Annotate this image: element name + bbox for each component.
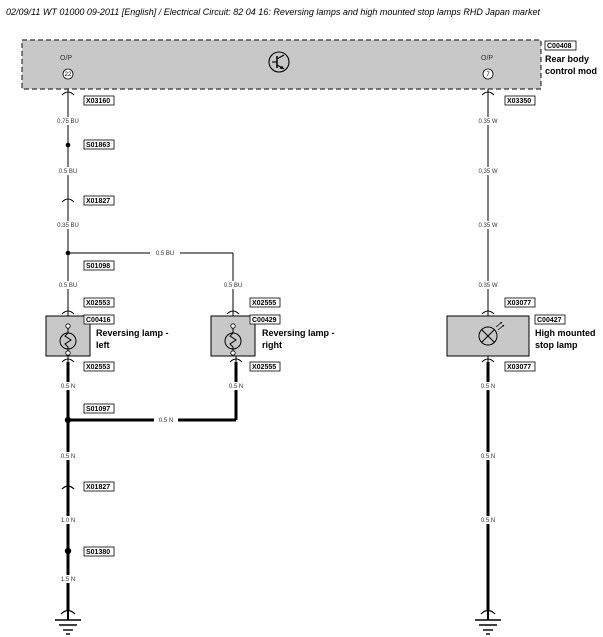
- connector-code: X01827: [86, 198, 110, 205]
- wire-label: 0.35 W: [478, 223, 497, 229]
- component-code: C00429: [252, 317, 277, 324]
- bulb-icon: [224, 323, 242, 356]
- wire-label: 0.35 BU: [57, 223, 79, 229]
- ground-right-icon: [475, 609, 501, 635]
- component-code: C00416: [86, 317, 111, 324]
- module-name-line2: control mod: [545, 66, 597, 76]
- wire-label: 0.5 BU: [59, 283, 77, 289]
- component-name-line2: left: [96, 340, 110, 350]
- connector-code: X03077: [507, 300, 531, 307]
- wire-label: 1.0 N: [61, 518, 75, 524]
- page-header: 02/09/11 WT 01000 09-2011 [English] / El…: [6, 7, 540, 17]
- component-name-line1: Reversing lamp -: [96, 328, 169, 338]
- component-name-line2: stop lamp: [535, 340, 578, 350]
- wire-label: 0.5 N: [481, 384, 495, 390]
- component-name-line1: High mounted: [535, 328, 596, 338]
- left-wire-labels: 0.75 BU 0.5 BU 0.35 BU 0.5 BU 0.5 BU 0.5…: [52, 117, 248, 583]
- wire-label: 0.5 BU: [59, 169, 77, 175]
- connector-code: X02553: [86, 300, 110, 307]
- wire-label: 0.35 W: [478, 283, 497, 289]
- pin-right-label: O/P: [481, 55, 493, 62]
- pin-left-label: O/P: [60, 55, 72, 62]
- module-code-box: [544, 40, 577, 51]
- right-wiring: [481, 89, 495, 610]
- component-code: C00427: [537, 317, 562, 324]
- pin-right-number: 7: [486, 72, 490, 78]
- bulb-icon: [59, 323, 77, 356]
- wire-label: 0.5 N: [481, 454, 495, 460]
- connector-code: X02555: [252, 364, 276, 371]
- wire-label: 0.5 N: [61, 454, 75, 460]
- wire-label: 0.5 N: [481, 518, 495, 524]
- component-name-line1: Reversing lamp -: [262, 328, 335, 338]
- component-name-line2: right: [262, 340, 282, 350]
- connector-code: X03160: [86, 98, 110, 105]
- wire-label: 0.5 BU: [224, 283, 242, 289]
- wire-label: 0.35 W: [478, 119, 497, 125]
- transistor-icon: [268, 51, 290, 73]
- rear-body-control-module: O/P 22 O/P 7: [21, 39, 542, 90]
- wire-label: 0.75 BU: [57, 119, 79, 125]
- splice-code: S01097: [86, 406, 110, 413]
- wire-label: 0.5 N: [229, 384, 243, 390]
- connector-code: X02553: [86, 364, 110, 371]
- module-code: C00408: [547, 43, 572, 50]
- splice-code: S01863: [86, 142, 110, 149]
- high-mounted-stop-lamp: [446, 308, 530, 363]
- wire-label: 0.5 N: [61, 384, 75, 390]
- wire-label: 0.5 N: [159, 418, 173, 424]
- right-wire-labels: 0.35 W 0.35 W 0.35 W 0.35 W 0.5 N 0.5 N …: [474, 117, 502, 524]
- ground-left-icon: [55, 609, 81, 635]
- module-name-line1: Rear body: [545, 54, 589, 64]
- connector-code: X03077: [507, 364, 531, 371]
- splice-code: S01380: [86, 549, 110, 556]
- reversing-lamp-right: [210, 308, 256, 363]
- connector-code: X03350: [507, 98, 531, 105]
- left-wiring: [61, 89, 238, 610]
- reversing-lamp-left: [45, 308, 91, 363]
- splice-code: S01098: [86, 263, 110, 270]
- wire-label: 0.5 BU: [156, 251, 174, 257]
- wire-label: 1.5 N: [61, 577, 75, 583]
- led-lamp-icon: [478, 321, 505, 346]
- connector-code: X02555: [252, 300, 276, 307]
- pin-left-number: 22: [65, 72, 72, 78]
- connector-codes: X03160 X03350 S01863 X01827 S01098 X0255…: [83, 95, 536, 557]
- wire-label: 0.35 W: [478, 169, 497, 175]
- connector-code: X01827: [86, 484, 110, 491]
